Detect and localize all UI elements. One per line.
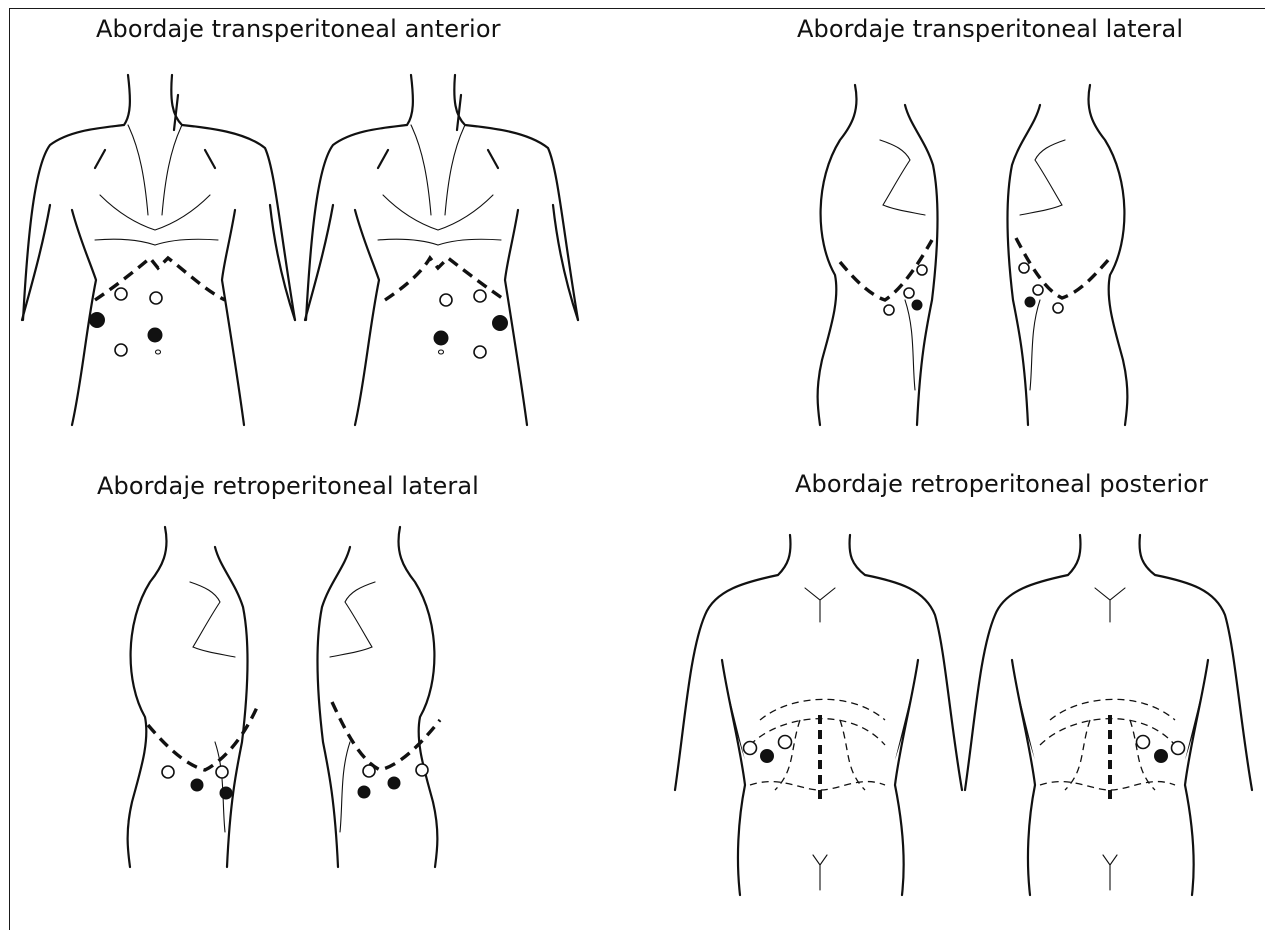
lateral-figure-right [1008,85,1128,425]
posterior-figure-left [675,535,962,895]
retro-lateral-figure-left [128,527,258,867]
posterior-figure-right [965,535,1252,895]
anterior-figure-right [305,75,578,425]
lateral-figure-left [818,85,938,425]
retro-lateral-figure-right [318,527,440,867]
anterior-figure-left [22,75,295,425]
